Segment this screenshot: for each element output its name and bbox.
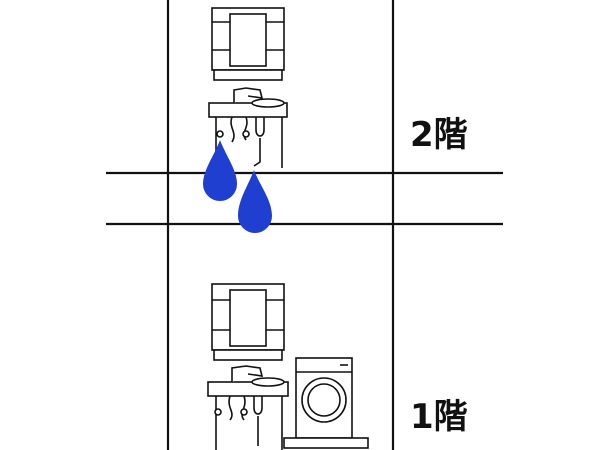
water-drop-icon (238, 170, 272, 233)
washing-machine-icon (283, 357, 369, 449)
water-drop-icon (203, 140, 237, 201)
water-leak (203, 140, 272, 233)
upper-vanity-icon (208, 7, 288, 168)
building-structure (106, 0, 503, 450)
upper-floor-label: 2階 (410, 115, 468, 155)
lower-floor-label: 1階 (410, 397, 468, 437)
lower-vanity-icon (207, 283, 289, 450)
